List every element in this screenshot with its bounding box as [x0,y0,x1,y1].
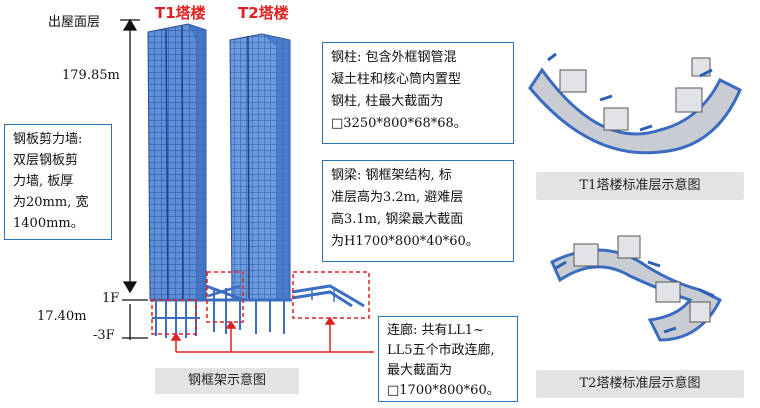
t1-tower [148,24,206,300]
level-axis [120,20,148,340]
highlight-arrows [172,318,374,352]
t2-plan-caption: T2塔楼标准层示意图 [536,370,744,398]
t2-floor-plan [552,236,720,340]
corridor-note: 连廊: 共有LL1~ LL5五个市政连廊, 最大截面为 □1700*800*60… [378,316,518,402]
level-1f: 1F [102,291,119,306]
steel-beam-note: 钢梁: 钢框架结构, 标 准层高为3.2m, 避难层 高3.1m, 钢梁最大截面… [322,160,514,262]
t1-floor-plan [530,54,740,153]
shear-wall-note: 钢板剪力墙: 双层钢板剪 力墙, 板厚 为20mm, 宽 1400mm。 [4,124,112,240]
corridor-bridge [292,286,364,306]
t2-tower [230,34,290,300]
level-roof: 出屋面层 [48,11,100,30]
t1-title: T1塔楼 [155,2,206,23]
frame-caption: 钢框架示意图 [155,368,299,394]
level-height-upper: 179.85m [62,68,120,83]
t1-plan-caption: T1塔楼标准层示意图 [536,172,744,200]
t2-title: T2塔楼 [238,2,289,23]
steel-column-note: 钢柱: 包含外框钢管混 凝土柱和核心筒内置型 钢柱, 柱最大截面为 □3250*… [322,42,514,144]
level-b3: -3F [93,328,115,343]
level-height-lower: 17.40m [37,309,87,324]
